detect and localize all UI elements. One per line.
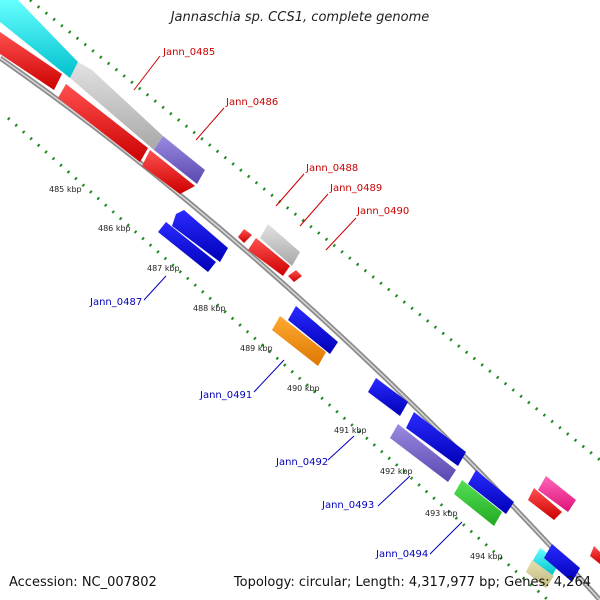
gene-upper-red[interactable] <box>0 32 62 90</box>
gene-blue-491[interactable] <box>368 378 408 416</box>
gene-jann-0491-orange[interactable] <box>272 316 326 366</box>
leader-jann-0490 <box>325 217 357 251</box>
gene-red-edge[interactable] <box>590 546 600 564</box>
gene-mid-red[interactable] <box>58 84 148 162</box>
gene-label-jann-0487[interactable]: Jann_0487 <box>89 297 142 308</box>
gene-jann-0486-red[interactable] <box>142 150 195 194</box>
leader-jann-0485 <box>133 55 161 91</box>
gene-jann-0487-blue-b[interactable] <box>158 222 216 272</box>
scale-label-490kbp: 490 kbp <box>287 384 320 393</box>
scale-label-487kbp: 487 kbp <box>147 264 180 273</box>
scale-label-488kbp: 488 kbp <box>193 304 226 313</box>
genome-backbone-highlight <box>0 57 600 600</box>
forward-outer-tick-row <box>29 0 600 462</box>
scale-label-491kbp: 491 kbp <box>334 426 367 435</box>
gene-khaki-lower[interactable] <box>526 560 554 588</box>
scale-label-485kbp: 485 kbp <box>49 185 82 194</box>
scale-label-493kbp: 493 kbp <box>425 509 458 518</box>
topology-text: Topology: circular; Length: 4,317,977 bp… <box>233 575 591 590</box>
accession-text: Accession: NC_007802 <box>9 575 157 590</box>
gene-jann-0491-blue[interactable] <box>288 306 338 354</box>
scale-label-486kbp: 486 kbp <box>98 224 131 233</box>
gene-jann-0490-red[interactable] <box>288 270 302 282</box>
gene-label-jann-0489[interactable]: Jann_0489 <box>329 183 382 194</box>
scale-label-489kbp: 489 kbp <box>240 344 273 353</box>
gene-jann-0484-cyan[interactable] <box>0 0 78 78</box>
gene-label-jann-0492[interactable]: Jann_0492 <box>275 457 328 468</box>
gene-jann-0488-red[interactable] <box>238 229 252 243</box>
gene-label-jann-0494[interactable]: Jann_0494 <box>375 549 428 560</box>
leader-jann-0493 <box>377 475 411 507</box>
gene-label-jann-0486[interactable]: Jann_0486 <box>225 97 278 108</box>
gene-jann-0493-blue[interactable] <box>468 470 514 514</box>
gene-jann-0487-blue-a[interactable] <box>172 210 228 262</box>
gene-jann-0492-blue[interactable] <box>406 412 466 466</box>
gene-label-jann-0491[interactable]: Jann_0491 <box>199 390 252 401</box>
leader-jann-0494 <box>429 521 463 555</box>
leader-jann-0489 <box>299 193 329 227</box>
leader-jann-0491 <box>253 359 285 393</box>
gene-jann-0493-purple[interactable] <box>390 424 456 482</box>
scale-label-494kbp: 494 kbp <box>470 552 503 561</box>
gene-jann-0485-gray[interactable] <box>70 62 163 150</box>
leader-jann-0487 <box>143 275 167 301</box>
gene-blue-lower[interactable] <box>544 544 580 582</box>
gene-jann-0486-purple[interactable] <box>154 136 205 184</box>
leader-jann-0492 <box>327 435 355 461</box>
gene-jann-0494-green[interactable] <box>454 480 502 526</box>
map-title: Jannaschia sp. CCS1, complete genome <box>170 10 430 25</box>
gene-jann-0489-red[interactable] <box>248 238 290 276</box>
scale-label-492kbp: 492 kbp <box>380 467 413 476</box>
leader-jann-0488 <box>275 173 305 207</box>
gene-label-jann-0493[interactable]: Jann_0493 <box>321 500 374 511</box>
gene-cyan-lower[interactable] <box>532 548 560 576</box>
gene-label-jann-0485[interactable]: Jann_0485 <box>162 47 215 58</box>
leader-jann-0486 <box>195 107 225 141</box>
gene-magenta-right[interactable] <box>538 476 576 512</box>
gene-red-right[interactable] <box>528 488 562 520</box>
gene-label-jann-0490[interactable]: Jann_0490 <box>356 206 409 217</box>
gene-jann-0489-gray[interactable] <box>260 224 300 266</box>
gene-label-jann-0488[interactable]: Jann_0488 <box>305 163 358 174</box>
reverse-inner-tick-row <box>7 116 549 600</box>
